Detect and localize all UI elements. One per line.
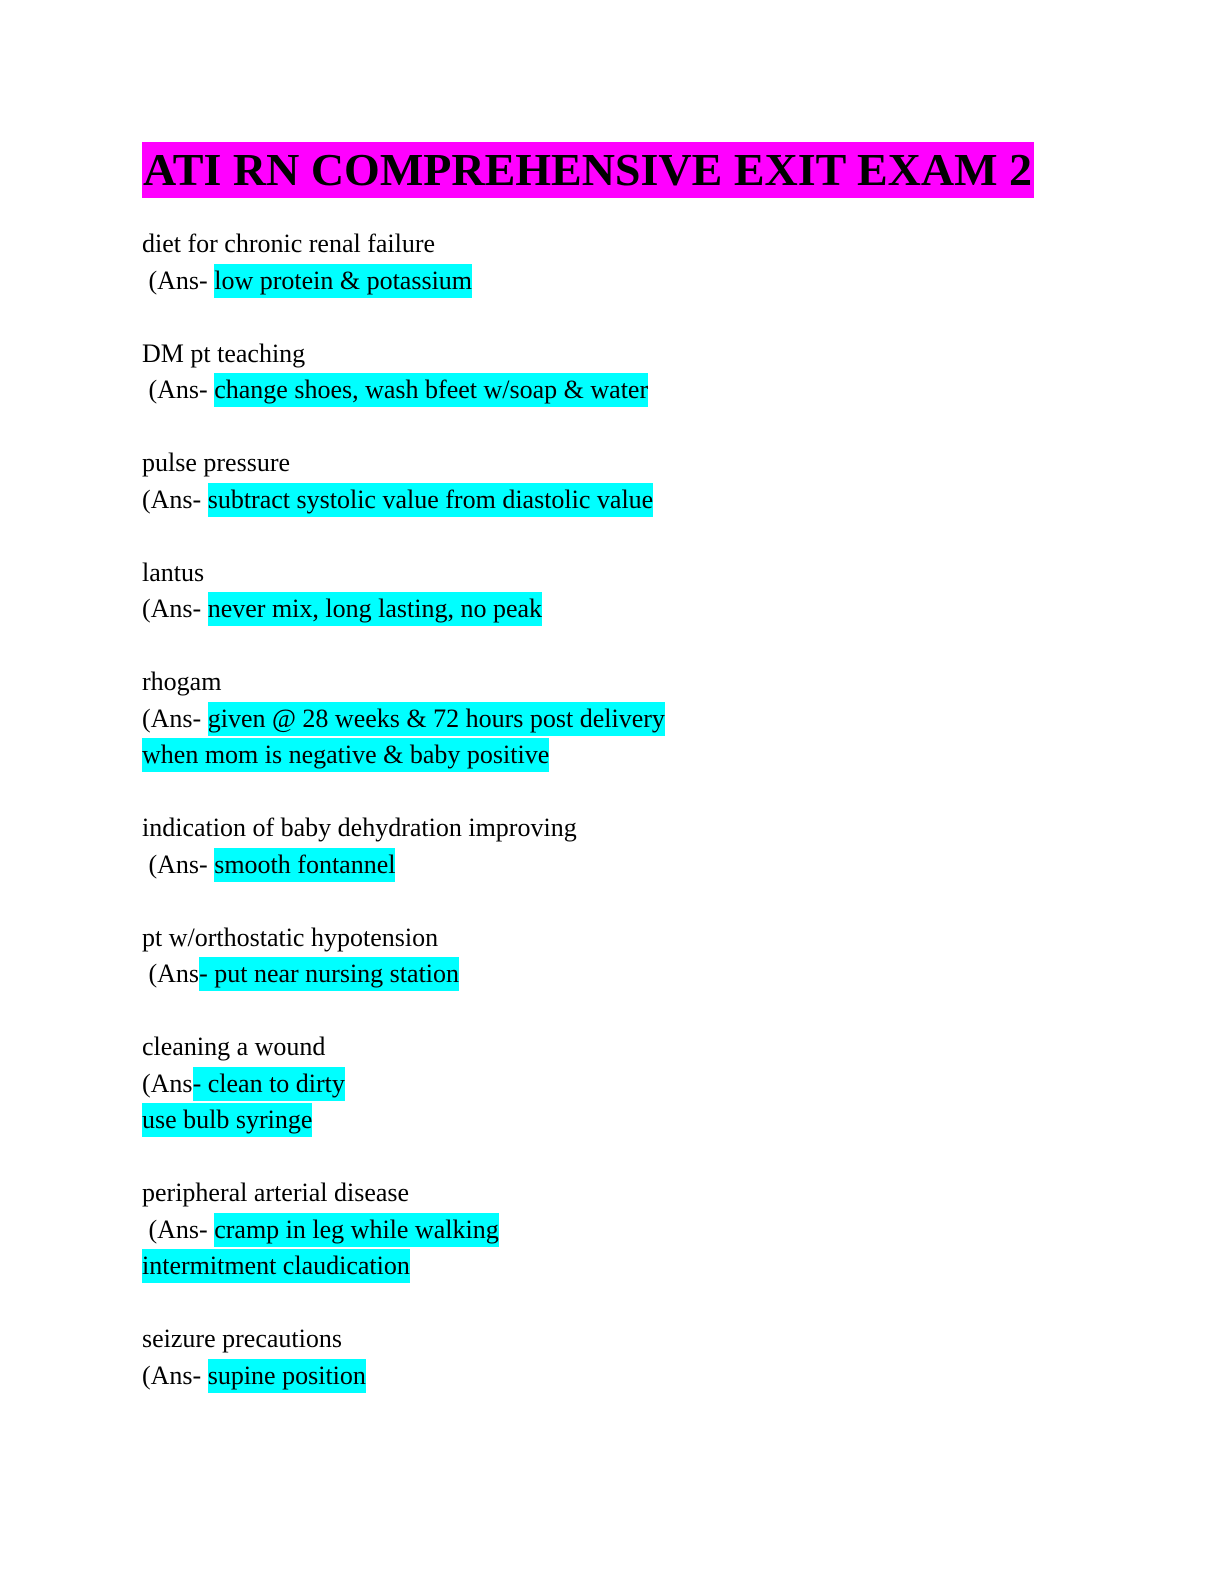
answer-prefix: (Ans- [142,849,215,879]
answer-line: (Ans- clean to dirty [142,1066,1102,1103]
answer-prefix: (Ans- [142,484,208,514]
question-text: diet for chronic renal failure [142,229,436,258]
answer-highlight: intermitment claudication [142,1249,410,1283]
question-text: pulse pressure [142,448,291,477]
qa-entry: rhogam (Ans- given @ 28 weeks & 72 hours … [142,664,1102,774]
answer-prefix: (Ans- [142,265,215,295]
answer-prefix: (Ans [142,1068,193,1098]
qa-entry: diet for chronic renal failure (Ans- low… [142,226,1102,299]
answer-line: use bulb syringe [142,1102,1102,1139]
answer-line: (Ans- cramp in leg while walking [142,1212,1102,1249]
answer-line: (Ans- supine position [142,1358,1102,1395]
answer-line: (Ans- given @ 28 weeks & 72 hours post d… [142,701,1102,738]
qa-entry: lantus (Ans- never mix, long lasting, no … [142,555,1102,628]
answer-highlight: never mix, long lasting, no peak [207,592,543,626]
answer-highlight: low protein & potassium [214,263,473,298]
answer-line: intermitment claudication [142,1248,1102,1285]
answer-prefix: (Ans- [142,375,215,404]
answer-highlight: smooth fontannel [214,847,396,882]
answer-line: (Ans- change shoes, wash bfeet w/soap & … [142,372,1102,409]
answer-prefix: (Ans- [142,1214,215,1244]
answer-prefix: (Ans [142,959,200,988]
question-text: lantus [142,557,205,587]
question-text: cleaning a wound [142,1032,326,1061]
answer-prefix: (Ans- [142,594,208,623]
answer-highlight: use bulb syringe [142,1103,313,1137]
answer-highlight: subtract systolic value from diastolic v… [207,482,654,517]
qa-entry: pt w/orthostatic hypotension (Ans- put n… [142,920,1102,993]
answer-highlight: change shoes, wash bfeet w/soap & water [214,373,649,407]
answer-highlight: given @ 28 weeks & 72 hours post deliver… [207,701,665,736]
qa-entry: pulse pressure (Ans- subtract systolic va… [142,445,1102,518]
question-text: rhogam [142,667,222,696]
answer-line: (Ans- put near nursing station [142,956,1102,993]
answer-highlight: when mom is negative & baby positive [142,738,550,772]
answer-highlight: - clean to dirty [192,1066,345,1101]
answer-line: (Ans- smooth fontannel [142,847,1102,884]
answer-line: (Ans- subtract systolic value from diast… [142,482,1102,519]
question-text: pt w/orthostatic hypotension [142,922,439,952]
question-text: indication of baby dehydration improving [142,813,577,842]
qa-entry: seizure precautions (Ans- supine position [142,1321,1102,1394]
question-text: peripheral arterial disease [142,1178,410,1207]
qa-entry: DM pt teaching (Ans- change shoes, wash … [142,336,1102,409]
answer-prefix: (Ans- [142,1360,208,1390]
question-text: seizure precautions [142,1324,342,1353]
qa-entry: indication of baby dehydration improving… [142,810,1102,883]
document-title: ATI RN COMPREHENSIVE EXIT EXAM 2 [142,142,1035,198]
answer-line: (Ans- low protein & potassium [142,263,1102,300]
qa-entry: peripheral arterial disease (Ans- cramp … [142,1175,1102,1285]
answer-highlight: - put near nursing station [199,957,460,991]
answer-line: when mom is negative & baby positive [142,737,1102,774]
question-text: DM pt teaching [142,338,306,368]
answer-line: (Ans- never mix, long lasting, no peak [142,591,1102,628]
answer-highlight: cramp in leg while walking [214,1212,499,1247]
answer-prefix: (Ans- [142,703,208,733]
document-page: ATI RN COMPREHENSIVE EXIT EXAM 2 diet fo… [142,142,1102,1394]
answer-highlight: supine position [207,1358,366,1393]
qa-list: diet for chronic renal failure (Ans- low… [142,226,1102,1394]
